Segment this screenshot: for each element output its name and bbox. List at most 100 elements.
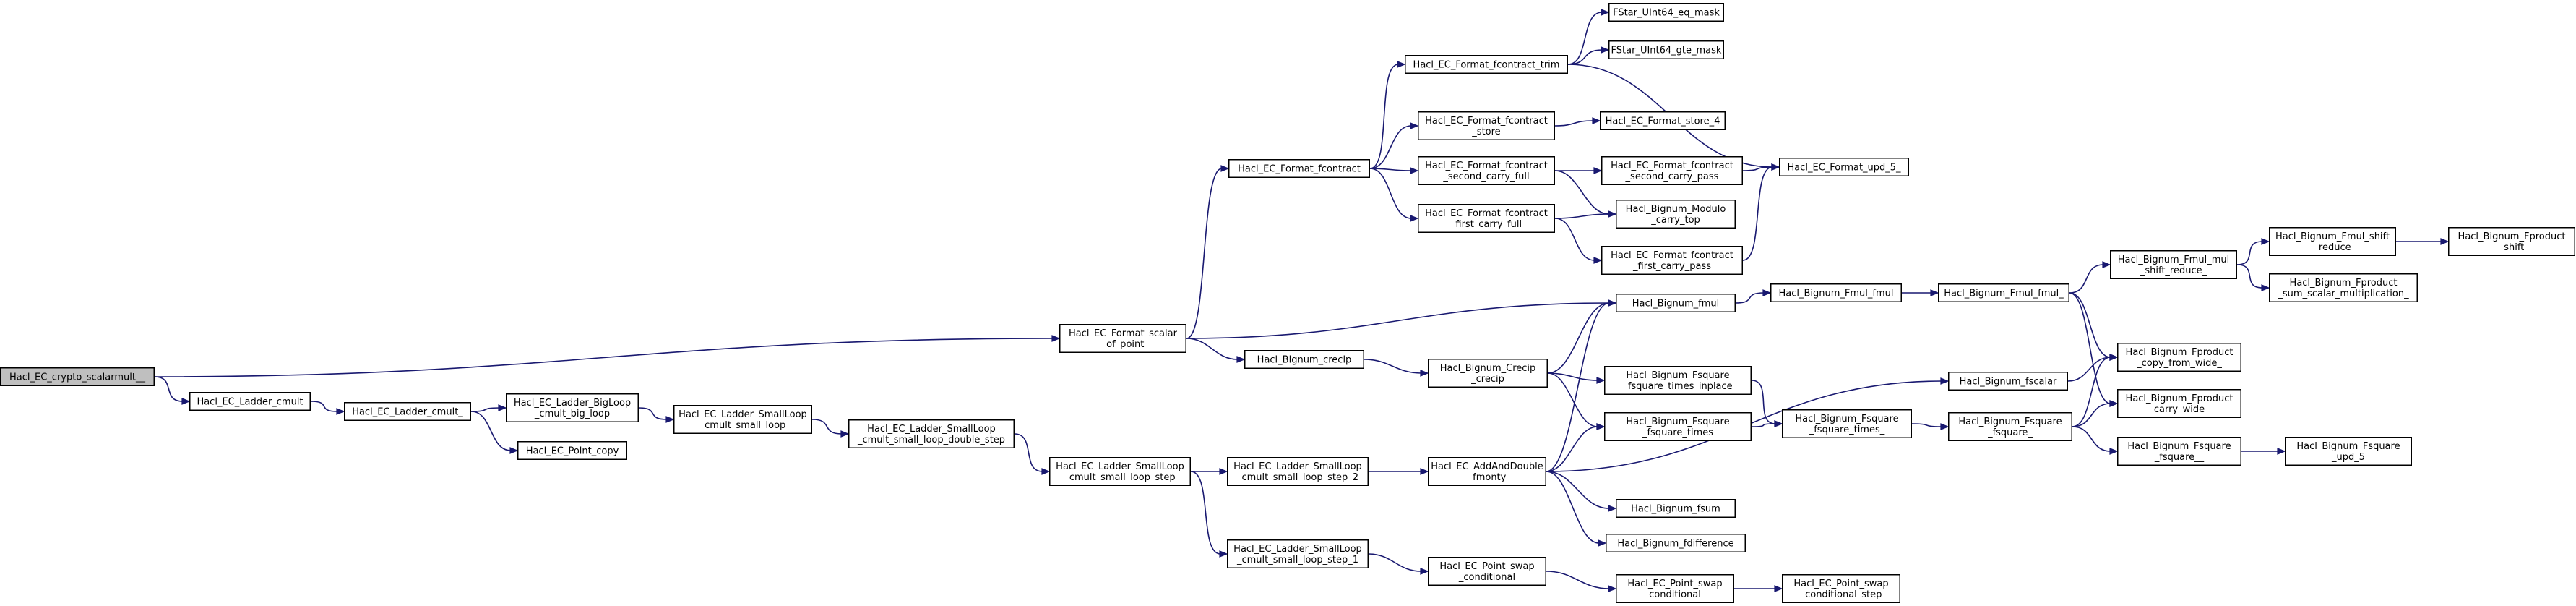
edge-arrowhead	[2261, 284, 2270, 291]
graph-node[interactable]: Hacl_EC_Format_fcontract_store	[1418, 111, 1555, 140]
node-box	[1428, 457, 1546, 486]
graph-node[interactable]: Hacl_EC_Format_scalar_of_point	[1059, 324, 1186, 353]
graph-node[interactable]: Hacl_Bignum_Fmul_mul_shift_reduce_	[2110, 250, 2237, 279]
node-label: Hacl_EC_Format_store_4	[1606, 116, 1720, 127]
call-edge	[1186, 299, 1617, 339]
edge-line	[1186, 338, 1239, 360]
node-label: _second_carry_pass	[1625, 171, 1719, 182]
call-edge	[1742, 163, 1780, 261]
node-label: _conditional_step	[1800, 589, 1882, 600]
graph-node[interactable]: Hacl_Bignum_fmul	[1616, 294, 1736, 312]
graph-node[interactable]: FStar_UInt64_eq_mask	[1608, 3, 1724, 22]
graph-node[interactable]: Hacl_Bignum_crecip	[1244, 350, 1364, 369]
graph-node[interactable]: Hacl_EC_Point_swap_conditional	[1428, 557, 1546, 586]
graph-node[interactable]: Hacl_Bignum_Fproduct_carry_wide_	[2117, 389, 2241, 418]
edge-line	[1546, 302, 1610, 472]
node-box	[1227, 539, 1369, 568]
graph-node[interactable]: Hacl_EC_Format_fcontract_first_carry_ful…	[1418, 204, 1555, 233]
graph-node[interactable]: Hacl_Bignum_fscalar	[1948, 372, 2068, 391]
edge-line	[1567, 49, 1603, 65]
graph-node[interactable]: Hacl_Bignum_Fproduct_copy_from_wide_	[2117, 343, 2241, 372]
node-label: _cmult_big_loop	[534, 409, 610, 419]
edge-line	[1554, 218, 1595, 261]
edge-arrowhead	[1608, 210, 1617, 218]
graph-node[interactable]: Hacl_Bignum_fdifference	[1606, 534, 1746, 552]
node-box	[1608, 3, 1724, 22]
edge-line	[1014, 433, 1043, 472]
edge-arrowhead	[1596, 423, 1606, 430]
graph-node[interactable]: Hacl_EC_Format_fcontract_first_carry_pas…	[1601, 246, 1743, 275]
node-label: _first_carry_pass	[1632, 261, 1711, 272]
graph-node[interactable]: Hacl_EC_Point_swap_conditional_	[1616, 574, 1734, 603]
node-label: _fsquare__	[2154, 452, 2205, 463]
graph-node[interactable]: Hacl_EC_Format_fcontract_trim	[1405, 55, 1568, 74]
call-edge	[811, 419, 850, 438]
graph-node[interactable]: Hacl_EC_Ladder_cmult_	[344, 402, 471, 421]
node-label: Hacl_Bignum_Modulo	[1626, 204, 1726, 215]
edge-line	[154, 376, 184, 402]
graph-node[interactable]: Hacl_Bignum_Fmul_shift_reduce	[2269, 227, 2396, 256]
graph-node[interactable]: Hacl_EC_Format_upd_5_	[1779, 158, 1909, 176]
call-edge	[1911, 423, 1950, 430]
graph-node[interactable]: Hacl_Bignum_Fsquare_upd_5	[2285, 437, 2412, 466]
graph-node[interactable]: Hacl_EC_Format_fcontract_second_carry_pa…	[1601, 156, 1743, 185]
graph-node[interactable]: Hacl_EC_Ladder_SmallLoop_cmult_small_loo…	[1227, 457, 1369, 486]
edge-line	[470, 407, 500, 412]
graph-node[interactable]: FStar_UInt64_gte_mask	[1608, 40, 1724, 59]
edge-arrowhead	[840, 430, 850, 438]
node-label: _sum_scalar_multiplication_	[2277, 289, 2409, 299]
graph-node[interactable]: Hacl_Bignum_Fsquare_fsquare_	[1948, 412, 2072, 441]
graph-node[interactable]: Hacl_EC_Format_fcontract	[1228, 159, 1370, 178]
graph-node[interactable]: Hacl_Bignum_Fproduct_sum_scalar_multipli…	[2269, 273, 2418, 302]
edge-arrowhead	[1608, 505, 1617, 512]
node-label: Hacl_EC_Format_fcontract	[1611, 250, 1733, 261]
call-edge	[470, 411, 519, 454]
graph-node[interactable]: Hacl_EC_Ladder_SmallLoop_cmult_small_loo…	[848, 419, 1015, 448]
node-box	[1948, 372, 2068, 391]
graph-node[interactable]: Hacl_Bignum_Fsquare_fsquare_times_inplac…	[1604, 366, 1752, 395]
graph-node[interactable]: Hacl_EC_Ladder_BigLoop_cmult_big_loop	[506, 393, 639, 422]
graph-node[interactable]: Hacl_EC_AddAndDouble_fmonty	[1428, 457, 1546, 486]
graph-node[interactable]: Hacl_Bignum_Fproduct_shift	[2448, 227, 2575, 256]
node-label: Hacl_EC_Format_upd_5_	[1787, 163, 1901, 174]
node-label: FStar_UInt64_gte_mask	[1611, 46, 1722, 56]
call-edge	[154, 335, 1061, 377]
graph-node[interactable]: Hacl_EC_Format_fcontract_second_carry_fu…	[1418, 156, 1555, 185]
graph-node[interactable]: Hacl_Bignum_Fsquare_fsquare_times	[1604, 412, 1752, 441]
graph-node[interactable]: Hacl_Bignum_Fmul_fmul	[1770, 283, 1902, 302]
graph-node[interactable]: Hacl_EC_Ladder_cmult	[189, 392, 311, 411]
node-label: Hacl_EC_Ladder_SmallLoop	[1233, 461, 1362, 472]
graph-node[interactable]: Hacl_Bignum_Modulo_carry_top	[1616, 200, 1736, 229]
graph-node[interactable]: Hacl_EC_Format_store_4	[1600, 111, 1726, 130]
edge-line	[1751, 423, 1776, 427]
call-edge	[1546, 571, 1617, 592]
graph-node[interactable]: Hacl_EC_Point_copy	[517, 441, 627, 460]
edge-arrowhead	[1420, 370, 1429, 377]
edge-arrowhead	[1608, 585, 1617, 592]
call-edges	[154, 9, 2450, 592]
node-label: _carry_wide_	[2148, 404, 2210, 415]
node-label: Hacl_Bignum_Fproduct	[2458, 231, 2566, 242]
edge-line	[1735, 292, 1765, 304]
node-box	[1604, 366, 1752, 395]
graph-node[interactable]: Hacl_Bignum_Fsquare_fsquare__	[2117, 437, 2241, 466]
node-box	[506, 393, 639, 422]
graph-node[interactable]: Hacl_Bignum_Fmul_fmul_	[1938, 283, 2069, 302]
node-box	[1616, 499, 1736, 518]
node-label: FStar_UInt64_eq_mask	[1613, 8, 1720, 19]
graph-node[interactable]: Hacl_Bignum_Crecip_crecip	[1428, 359, 1548, 388]
graph-node[interactable]: Hacl_EC_Point_swap_conditional_step	[1782, 574, 1900, 603]
graph-node[interactable]: Hacl_EC_Ladder_SmallLoop_cmult_small_loo…	[1227, 539, 1369, 568]
node-label: _shift_reduce_	[2140, 265, 2207, 276]
graph-node[interactable]: Hacl_Bignum_fsum	[1616, 499, 1736, 518]
graph-node[interactable]: Hacl_Bignum_Fsquare_fsquare_times_	[1782, 409, 1912, 438]
call-edge	[1735, 289, 1772, 304]
graph-node[interactable]: Hacl_EC_Ladder_SmallLoop_cmult_small_loo…	[1049, 457, 1191, 486]
edge-line	[2072, 426, 2111, 452]
node-box	[1938, 283, 2069, 302]
graph-node[interactable]: Hacl_EC_Ladder_SmallLoop_cmult_small_loo…	[673, 405, 812, 434]
node-box	[1049, 457, 1191, 486]
edge-arrowhead	[1930, 289, 1939, 296]
node-box	[1227, 457, 1369, 486]
